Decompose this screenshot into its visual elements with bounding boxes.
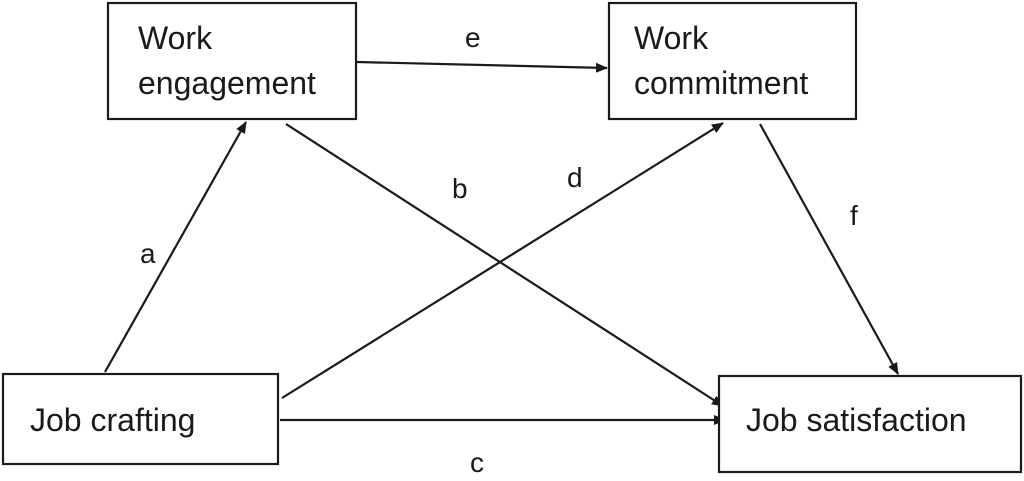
edge-f-arrow (759, 123, 899, 375)
node-job-crafting: Job crafting (1, 372, 280, 466)
work-engagement-line1: Work (138, 20, 213, 56)
edge-label-c: c (470, 447, 484, 478)
work-commitment-line2: commitment (634, 65, 808, 101)
job-satisfaction-label: Job satisfaction (746, 402, 967, 438)
edge-label-b: b (452, 173, 468, 204)
work-commitment-line1: Work (634, 20, 709, 56)
node-work-commitment: Work commitment (607, 1, 858, 121)
node-work-engagement: Work engagement (106, 1, 358, 121)
edge-label-a: a (140, 238, 156, 269)
edge-label-d: d (567, 162, 583, 193)
edge-label-e: e (465, 22, 481, 53)
work-engagement-line2: engagement (138, 65, 316, 101)
job-crafting-label: Job crafting (30, 402, 195, 438)
edge-label-f: f (850, 200, 858, 231)
edge-e-arrow (356, 60, 608, 73)
edge-a-arrow (104, 121, 247, 373)
node-job-satisfaction: Job satisfaction (717, 374, 1023, 474)
edge-d-arrow (281, 122, 724, 399)
edge-b-arrow (285, 123, 724, 407)
